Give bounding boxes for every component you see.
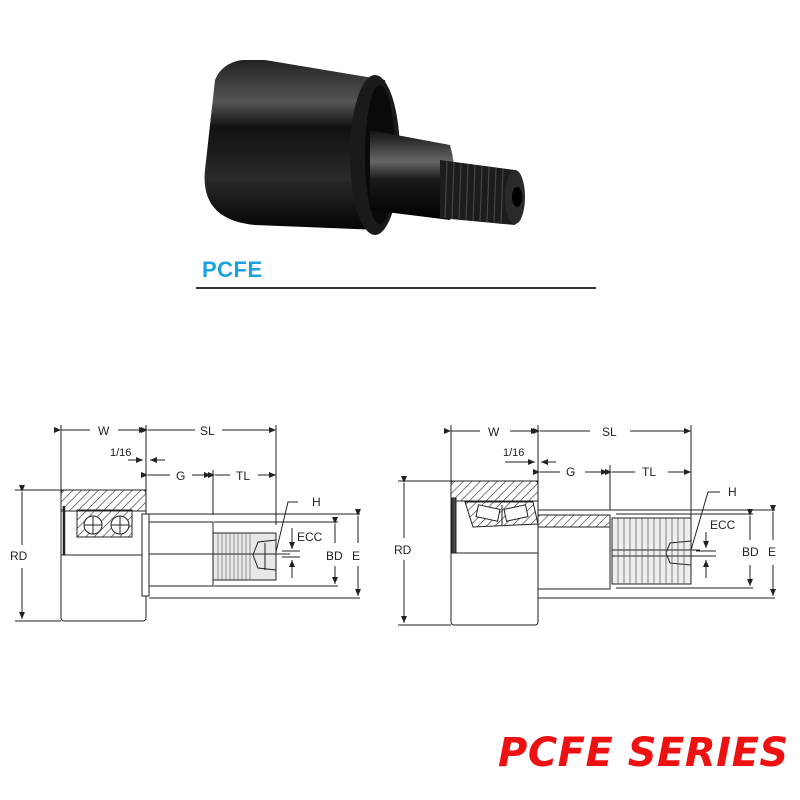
dim-w: W <box>98 424 110 438</box>
dim-sl: SL <box>602 425 617 439</box>
product-name-label: PCFE <box>202 257 263 282</box>
series-title: PCFE SERIES <box>498 730 789 776</box>
cam-follower-illustration <box>204 59 525 235</box>
dim-w: W <box>488 425 500 439</box>
dim-tl: TL <box>236 469 250 483</box>
dim-ecc: ECC <box>710 518 736 532</box>
dim-bd: BD <box>326 549 343 563</box>
dim-rd: RD <box>10 549 28 563</box>
dim-e: E <box>768 545 776 559</box>
thread-pattern <box>617 518 685 584</box>
product-photo <box>195 59 555 250</box>
dim-bd: BD <box>742 545 759 559</box>
dim-offset: 1/16 <box>503 447 524 459</box>
dim-h: H <box>728 485 737 499</box>
dim-g: G <box>176 469 185 483</box>
dim-offset: 1/16 <box>110 447 131 459</box>
thread-lines <box>444 160 504 225</box>
dim-sl: SL <box>200 424 215 438</box>
dim-rd: RD <box>394 543 412 557</box>
dim-ecc: ECC <box>297 530 323 544</box>
dim-e: E <box>352 549 360 563</box>
dim-h: H <box>312 495 321 509</box>
dim-tl: TL <box>642 465 656 479</box>
technical-drawing-tapered-bearing: W SL 1/16 G TL H ECC RD BD E <box>390 410 790 630</box>
hex-socket-icon <box>512 187 522 207</box>
technical-drawing-ball-bearing: W SL 1/16 G TL H ECC RD BD E <box>0 410 380 630</box>
product-divider <box>196 287 596 289</box>
dim-g: G <box>566 465 575 479</box>
thread-pattern <box>217 533 251 580</box>
